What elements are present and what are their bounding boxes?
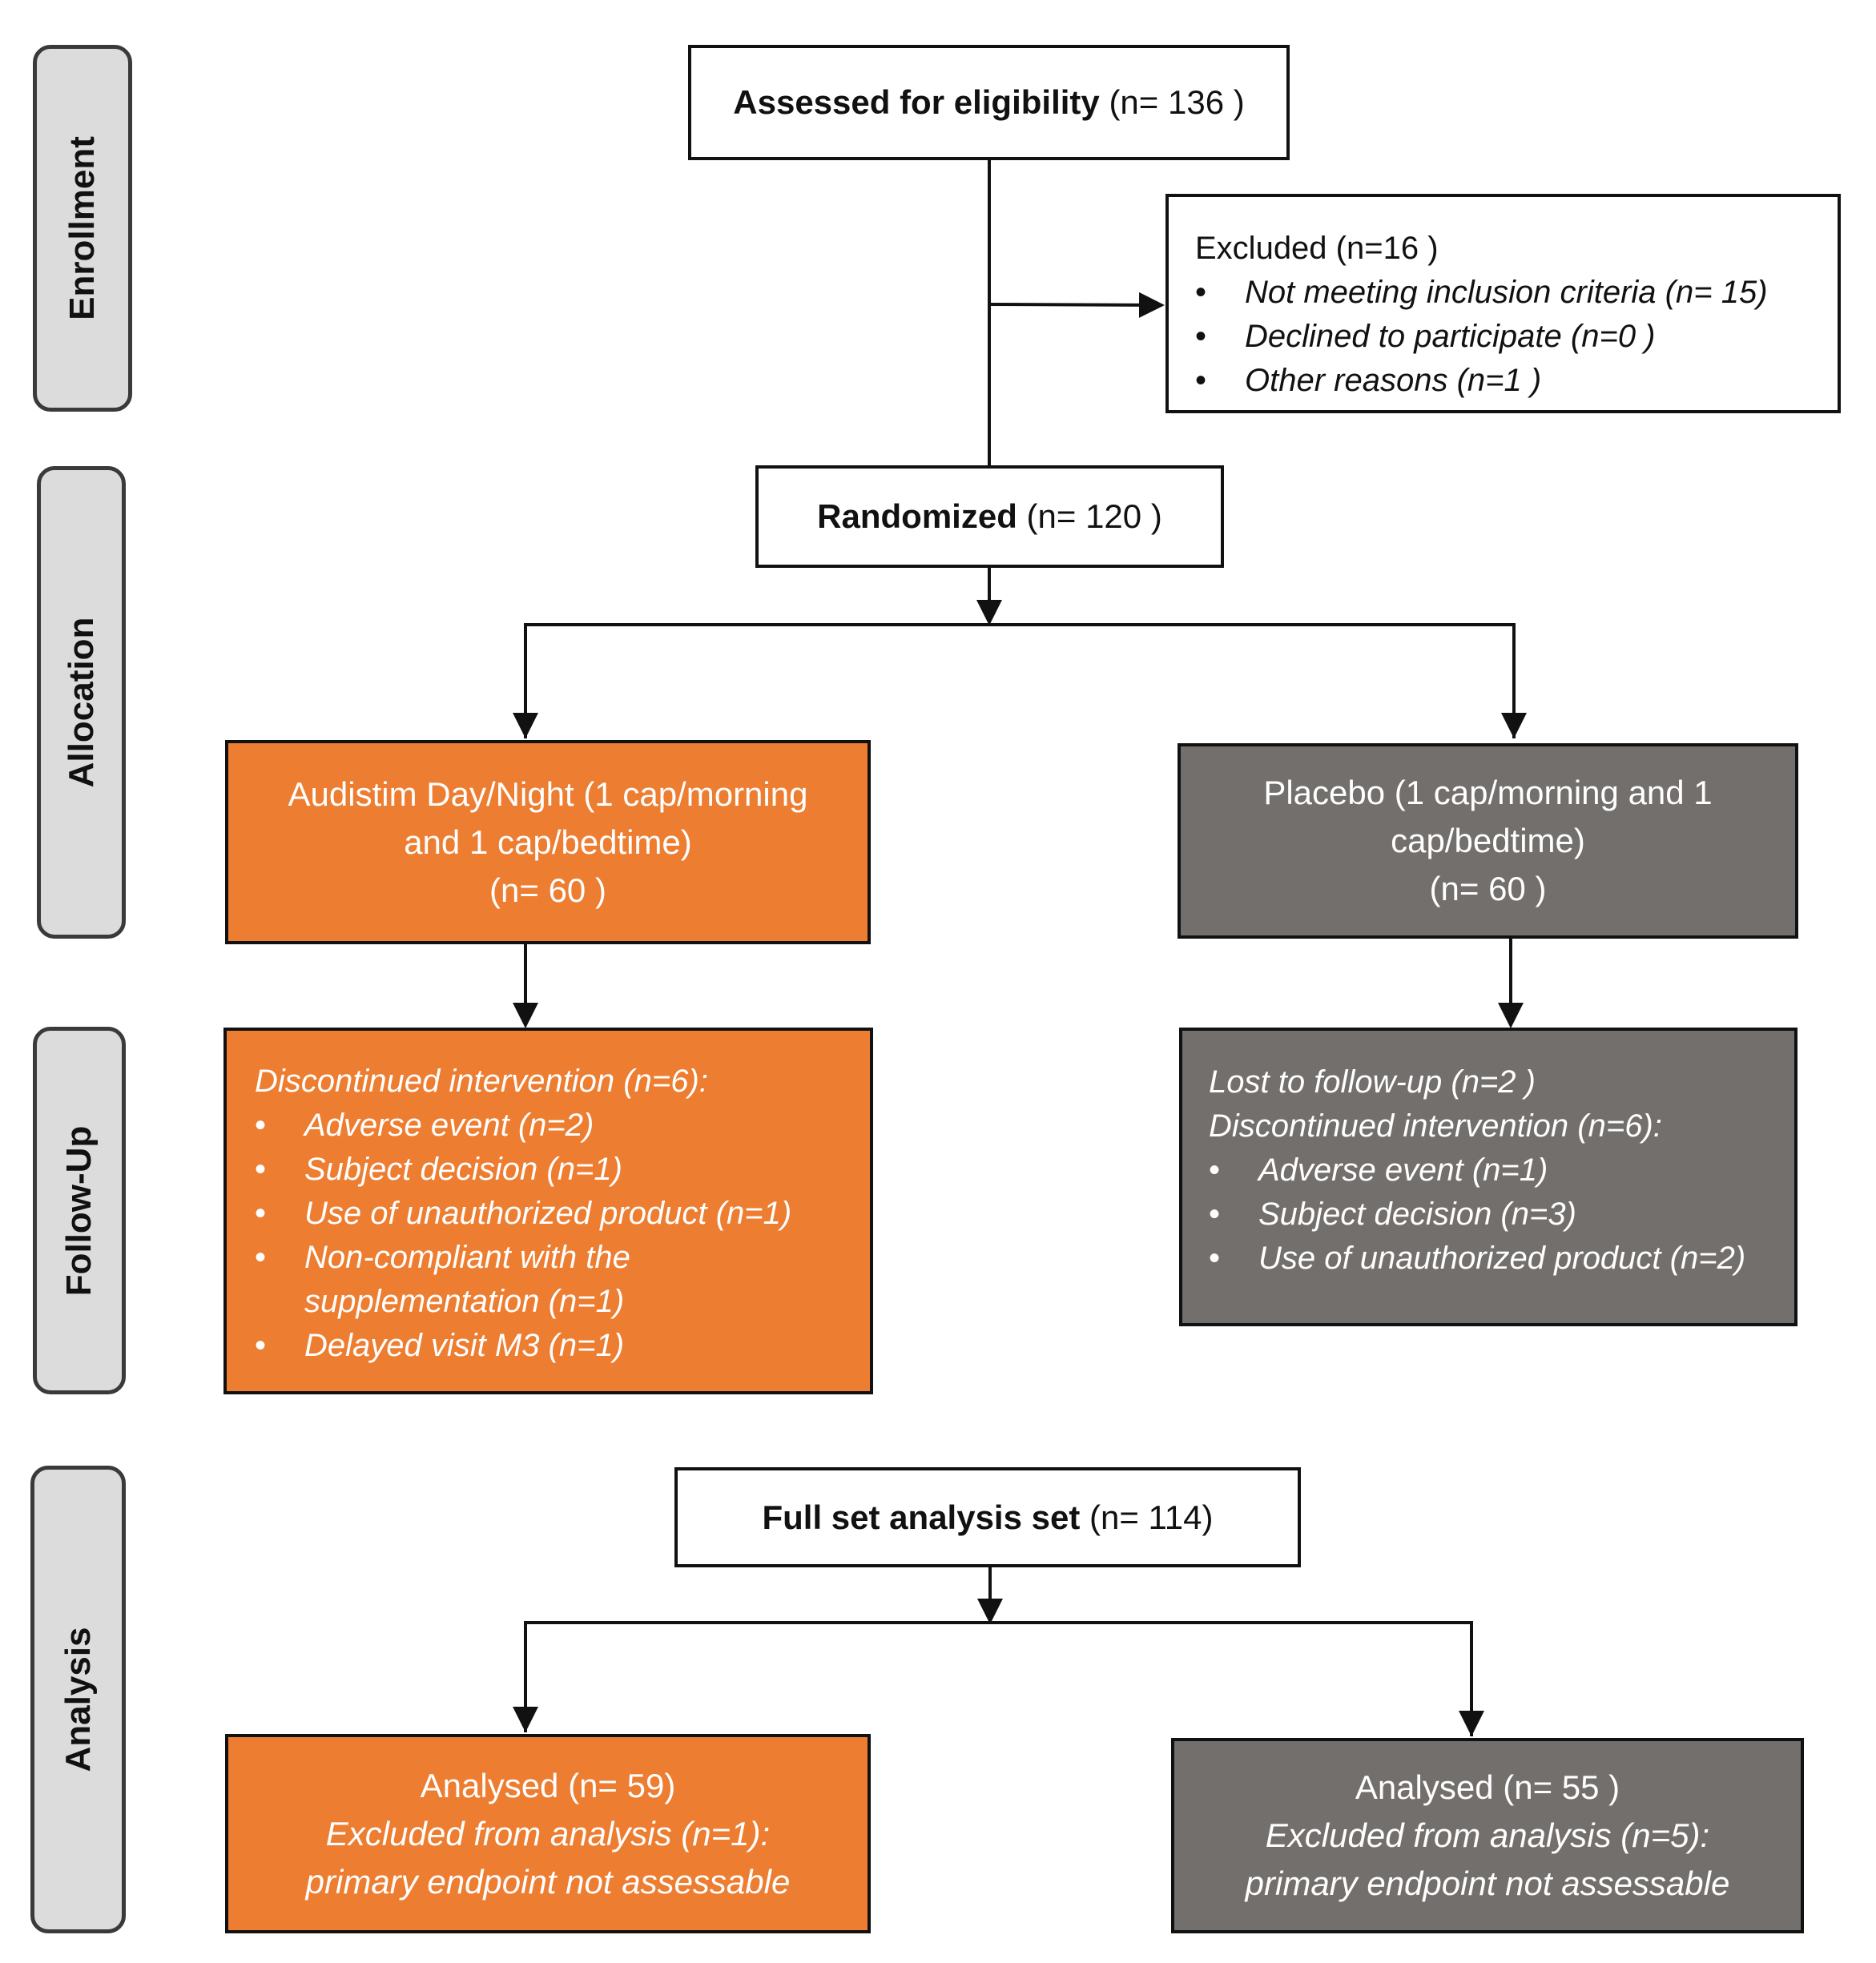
allocation-split-line	[524, 623, 1516, 738]
arm-active-line1: Audistim Day/Night (1 cap/morning	[288, 774, 808, 813]
followup-placebo-box: Lost to follow-up (n=2 ) Discontinued in…	[1179, 1028, 1797, 1326]
phase-analysis: Analysis	[30, 1466, 126, 1933]
randomized-count: (n= 120 )	[1026, 497, 1162, 535]
fullset-label: Full set analysis set	[762, 1498, 1081, 1536]
followup-placebo-list: Adverse event (n=1) Subject decision (n=…	[1209, 1148, 1745, 1281]
followup-placebo-item: Use of unauthorized product (n=2)	[1209, 1237, 1745, 1281]
analysed-placebo-box: Analysed (n= 55 ) Excluded from analysis…	[1171, 1738, 1804, 1933]
followup-active-item: Subject decision (n=1)	[255, 1148, 815, 1192]
analysed-active-box: Analysed (n= 59) Excluded from analysis …	[225, 1734, 871, 1933]
assessed-label: Assessed for eligibility	[733, 83, 1100, 121]
analysed-active-line1: Analysed (n= 59)	[420, 1766, 676, 1804]
phase-followup: Follow-Up	[33, 1027, 126, 1394]
followup-active-list: Adverse event (n=2) Subject decision (n=…	[255, 1104, 815, 1368]
followup-placebo-header2: Discontinued intervention (n=6):	[1209, 1108, 1662, 1144]
excluded-item: Not meeting inclusion criteria (n= 15)	[1195, 271, 1768, 315]
followup-active-item: Adverse event (n=2)	[255, 1104, 815, 1148]
phase-allocation-label: Allocation	[61, 617, 101, 788]
analysed-placebo-line3: primary endpoint not assessable	[1245, 1864, 1730, 1902]
analysed-placebo-line2: Excluded from analysis (n=5):	[1265, 1816, 1710, 1854]
arm-active-count: (n= 60 )	[489, 871, 606, 909]
arm-active-line2: and 1 cap/bedtime)	[404, 823, 692, 861]
assessed-box: Assessed for eligibility (n= 136 )	[688, 45, 1290, 160]
excluded-item: Other reasons (n=1 )	[1195, 359, 1768, 403]
analysis-split-line	[524, 1621, 1473, 1736]
followup-active-item: Use of unauthorized product (n=1)	[255, 1192, 815, 1236]
followup-active-box: Discontinued intervention (n=6): Adverse…	[223, 1028, 873, 1394]
analysed-active-line3: primary endpoint not assessable	[305, 1862, 791, 1901]
followup-active-item: Delayed visit M3 (n=1)	[255, 1324, 815, 1368]
arm-placebo-count: (n= 60 )	[1429, 870, 1547, 907]
analysed-active-line2: Excluded from analysis (n=1):	[325, 1814, 771, 1852]
excluded-box: Excluded (n=16 ) Not meeting inclusion c…	[1165, 194, 1841, 413]
excluded-list: Not meeting inclusion criteria (n= 15) D…	[1195, 271, 1768, 403]
assessed-count: (n= 136 )	[1109, 83, 1245, 121]
followup-placebo-item: Subject decision (n=3)	[1209, 1193, 1745, 1237]
phase-enrollment-label: Enrollment	[62, 136, 102, 320]
phase-enrollment: Enrollment	[33, 45, 132, 412]
randomized-label: Randomized	[817, 497, 1017, 535]
arm-placebo-line2: cap/bedtime)	[1391, 822, 1585, 859]
followup-placebo-item: Adverse event (n=1)	[1209, 1148, 1745, 1193]
fullset-count: (n= 114)	[1089, 1498, 1214, 1536]
arm-active-box: Audistim Day/Night (1 cap/morning and 1 …	[225, 740, 871, 944]
randomized-box: Randomized (n= 120 )	[755, 465, 1224, 568]
phase-allocation: Allocation	[37, 466, 126, 939]
fullset-box: Full set analysis set (n= 114)	[674, 1467, 1301, 1567]
followup-active-header: Discontinued intervention (n=6):	[255, 1064, 708, 1099]
excluded-title: Excluded (n=16 )	[1195, 231, 1439, 266]
excluded-item: Declined to participate (n=0 )	[1195, 315, 1768, 359]
arm-placebo-box: Placebo (1 cap/morning and 1 cap/bedtime…	[1178, 743, 1798, 939]
excluded-arrow	[988, 292, 1165, 318]
phase-followup-label: Follow-Up	[59, 1125, 99, 1296]
phase-analysis-label: Analysis	[58, 1627, 98, 1772]
analysed-placebo-line1: Analysed (n= 55 )	[1355, 1768, 1620, 1806]
followup-active-item: Non-compliant with the supplementation (…	[255, 1236, 721, 1324]
followup-placebo-header1: Lost to follow-up (n=2 )	[1209, 1064, 1536, 1100]
arm-placebo-line1: Placebo (1 cap/morning and 1	[1263, 774, 1713, 811]
